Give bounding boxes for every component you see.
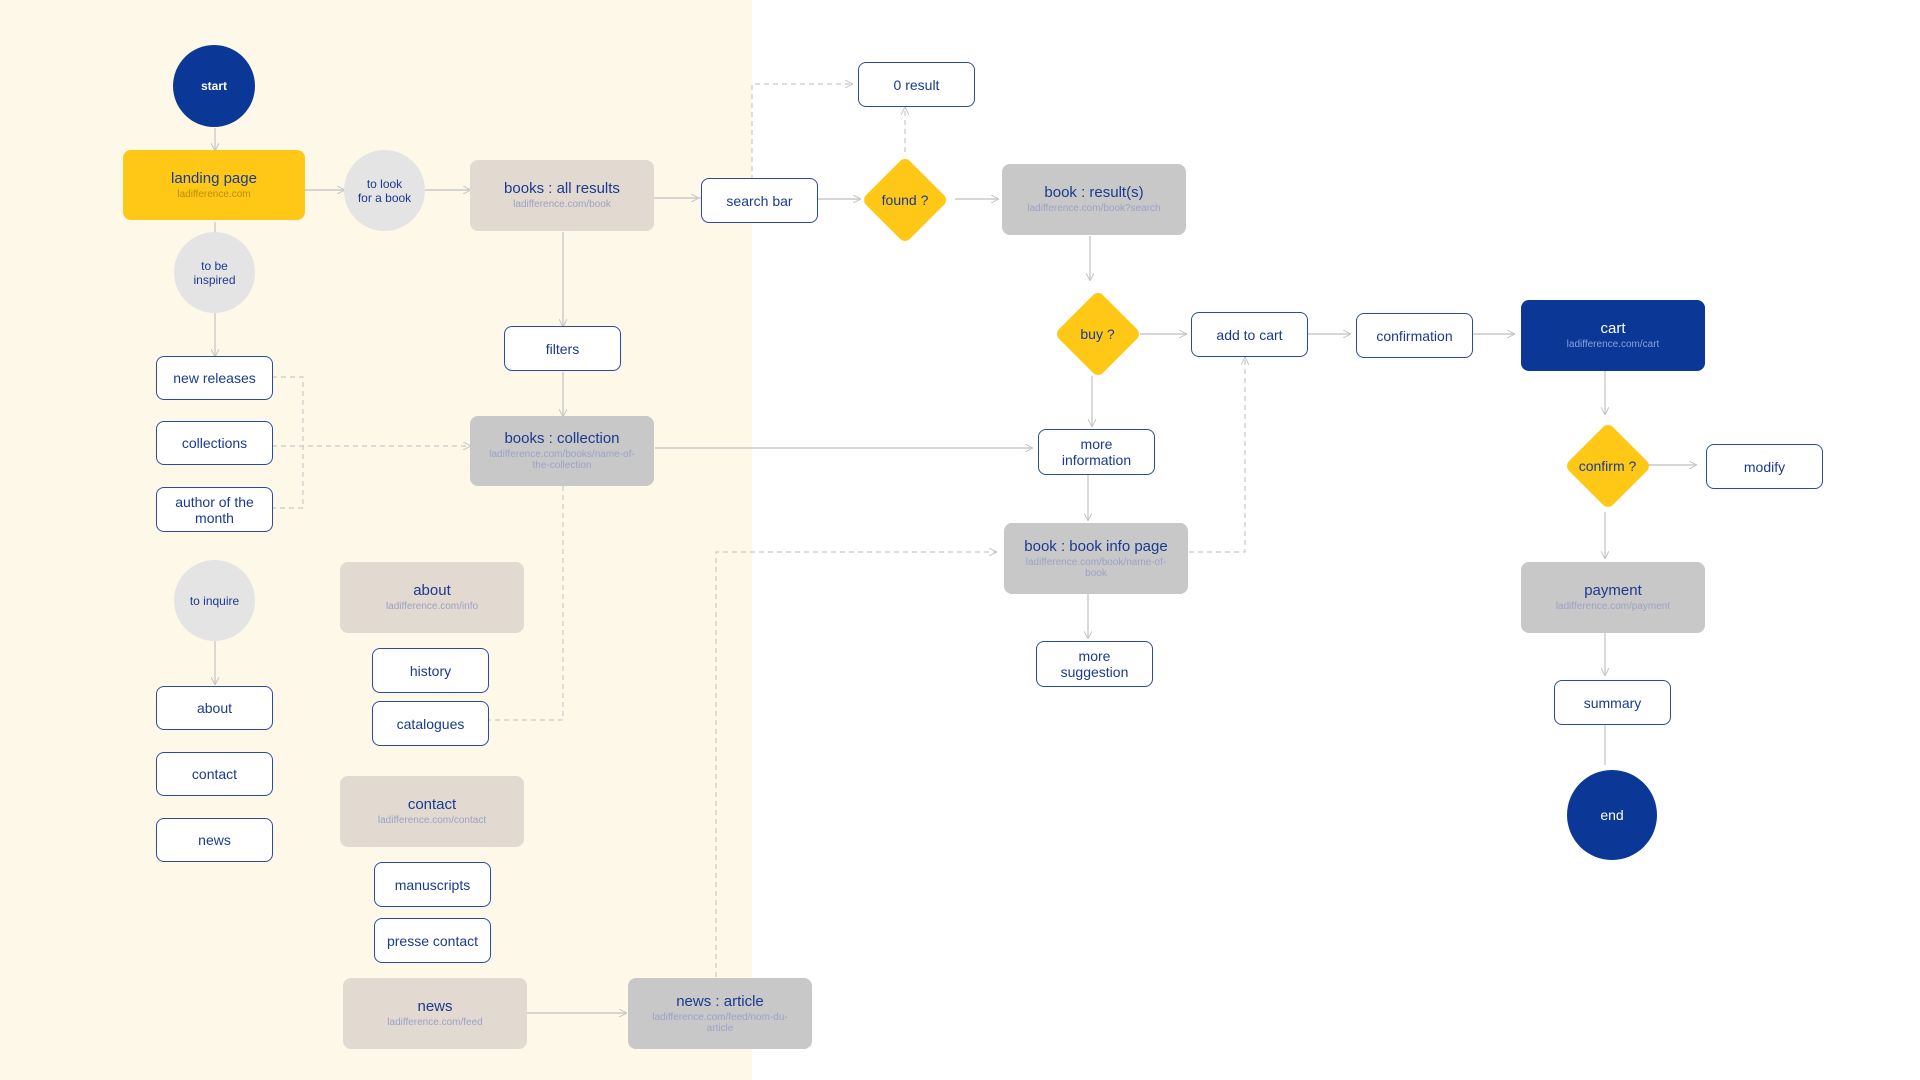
modify-label: modify: [1743, 458, 1786, 475]
about-node: about: [156, 686, 273, 730]
books-all-results-url: ladifference.com/book: [513, 199, 611, 210]
more-information-node: more information: [1038, 429, 1155, 475]
about-page-title: about: [413, 582, 451, 599]
add-to-cart-label: add to cart: [1216, 326, 1283, 343]
contact-page-title: contact: [407, 796, 457, 813]
books-all-results-node: books : all results ladifference.com/boo…: [470, 160, 654, 231]
collections-label: collections: [181, 435, 248, 451]
end-node: end: [1567, 770, 1657, 860]
contact-node: contact: [156, 752, 273, 796]
new-releases-label: new releases: [173, 370, 256, 386]
about-page-node: about ladifference.com/info: [340, 562, 524, 633]
book-results-node: book : result(s) ladifference.com/book?s…: [1002, 164, 1186, 235]
author-of-the-month-label: author of the month: [175, 493, 254, 526]
zero-result-node: 0 result: [858, 62, 975, 107]
to-look-label: to look for a book: [357, 176, 412, 205]
buy-decision: buy ?: [1050, 286, 1145, 382]
end-label: end: [1600, 807, 1624, 823]
landing-page-title: landing page: [171, 169, 257, 187]
landing-page-url: ladifference.com: [177, 188, 251, 200]
payment-url: ladifference.com/payment: [1555, 601, 1671, 612]
confirm-decision: confirm ?: [1560, 418, 1655, 513]
news-label: news: [198, 832, 231, 848]
author-of-the-month-node: author of the month: [156, 487, 273, 532]
cart-title: cart: [1600, 320, 1626, 337]
book-info-page-title: book : book info page: [1024, 537, 1168, 555]
to-be-inspired-label: to be inspired: [193, 258, 236, 287]
book-info-page-node: book : book info page ladifference.com/b…: [1004, 523, 1188, 594]
confirmation-label: confirmation: [1376, 327, 1453, 344]
books-collection-url: ladifference.com/books/name-of-the-colle…: [489, 449, 635, 471]
contact-label: contact: [191, 766, 238, 782]
confirmation-node: confirmation: [1356, 313, 1473, 358]
modify-node: modify: [1706, 444, 1823, 489]
news-page-url: ladifference.com/feed: [387, 1017, 483, 1028]
history-node: history: [372, 648, 489, 693]
presse-contact-node: presse contact: [374, 918, 491, 963]
filters-node: filters: [504, 326, 621, 371]
books-collection-node: books : collection ladifference.com/book…: [470, 416, 654, 486]
zero-result-label: 0 result: [893, 76, 940, 93]
contact-page-node: contact ladifference.com/contact: [340, 776, 524, 847]
to-inquire-node: to inquire: [174, 560, 255, 641]
more-suggestion-label: more suggestion: [1060, 648, 1129, 680]
search-bar-label: search bar: [726, 192, 793, 209]
add-to-cart-node: add to cart: [1191, 312, 1308, 357]
manuscripts-node: manuscripts: [374, 862, 491, 907]
found-decision: found ?: [860, 152, 950, 247]
to-inquire-label: to inquire: [189, 593, 240, 608]
about-label: about: [196, 700, 233, 716]
catalogues-node: catalogues: [372, 701, 489, 746]
news-article-url: ladifference.com/feed/nom-du-article: [652, 1011, 788, 1034]
summary-node: summary: [1554, 680, 1671, 725]
about-page-url: ladifference.com/info: [385, 601, 479, 612]
filters-label: filters: [545, 340, 580, 357]
cart-url: ladifference.com/cart: [1566, 339, 1660, 350]
news-page-node: news ladifference.com/feed: [343, 978, 527, 1049]
news-node: news: [156, 818, 273, 862]
book-results-url: ladifference.com/book?search: [1027, 203, 1161, 214]
to-be-inspired-node: to be inspired: [174, 232, 255, 313]
to-look-node: to look for a book: [344, 150, 425, 231]
new-releases-node: new releases: [156, 356, 273, 400]
landing-page-node: landing page ladifference.com: [123, 150, 305, 220]
news-article-title: news : article: [676, 992, 764, 1010]
more-suggestion-node: more suggestion: [1036, 641, 1153, 687]
book-info-page-url: ladifference.com/book/name-of-book: [1025, 556, 1167, 579]
books-all-results-title: books : all results: [504, 180, 620, 197]
catalogues-label: catalogues: [396, 715, 465, 732]
start-label: start: [200, 79, 227, 93]
summary-label: summary: [1583, 694, 1642, 711]
start-node: start: [173, 45, 255, 127]
confirm-label: confirm ?: [1578, 457, 1637, 474]
manuscripts-label: manuscripts: [394, 876, 471, 893]
news-page-title: news: [417, 998, 453, 1015]
books-collection-title: books : collection: [504, 430, 620, 447]
payment-node: payment ladifference.com/payment: [1521, 562, 1705, 633]
presse-contact-label: presse contact: [386, 932, 479, 949]
cart-node: cart ladifference.com/cart: [1521, 300, 1705, 371]
search-bar-node: search bar: [701, 178, 818, 223]
history-label: history: [409, 662, 452, 679]
payment-title: payment: [1584, 582, 1642, 599]
collections-node: collections: [156, 421, 273, 465]
contact-page-url: ladifference.com/contact: [377, 815, 487, 826]
news-article-node: news : article ladifference.com/feed/nom…: [628, 978, 812, 1049]
found-label: found ?: [881, 191, 929, 208]
more-information-label: more information: [1061, 436, 1132, 468]
buy-label: buy ?: [1080, 326, 1115, 342]
book-results-title: book : result(s): [1044, 184, 1144, 201]
